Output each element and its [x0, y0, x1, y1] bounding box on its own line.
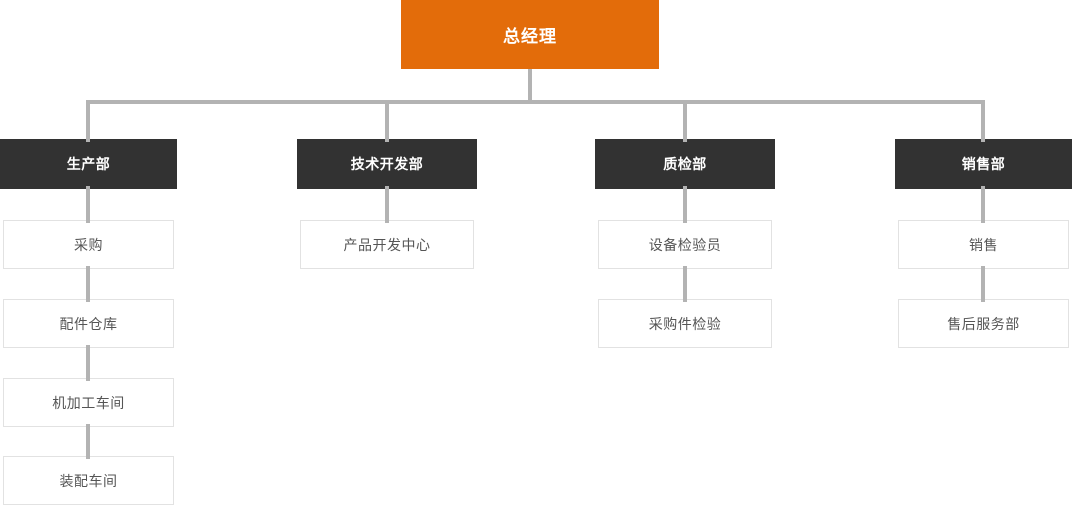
root-node-general-manager: 总经理: [401, 0, 659, 69]
dept-node-production: 生产部: [0, 139, 177, 189]
dept-node-tech-development: 技术开发部: [297, 139, 477, 189]
leaf-node-parts-warehouse: 配件仓库: [3, 299, 174, 348]
connector-root-stub: [528, 69, 532, 104]
connector-dept-stub: [981, 104, 985, 142]
connector-leaf-stub: [981, 186, 985, 223]
leaf-node-after-sales-service: 售后服务部: [898, 299, 1069, 348]
connector-leaf-stub: [385, 186, 389, 223]
leaf-node-machining-workshop: 机加工车间: [3, 378, 174, 427]
leaf-node-purchasing: 采购: [3, 220, 174, 269]
leaf-node-equipment-inspector: 设备检验员: [598, 220, 772, 269]
leaf-node-product-dev-center: 产品开发中心: [300, 220, 474, 269]
leaf-node-purchased-parts-inspection: 采购件检验: [598, 299, 772, 348]
connector-leaf-stub: [86, 424, 90, 459]
connector-leaf-stub: [683, 266, 687, 302]
connector-dept-stub: [385, 104, 389, 142]
dept-node-quality-inspection: 质检部: [595, 139, 775, 189]
connector-leaf-stub: [86, 345, 90, 381]
leaf-node-sales: 销售: [898, 220, 1069, 269]
dept-node-sales: 销售部: [895, 139, 1072, 189]
leaf-node-assembly-workshop: 装配车间: [3, 456, 174, 505]
connector-leaf-stub: [86, 266, 90, 302]
connector-horizontal-rail: [86, 100, 985, 104]
connector-leaf-stub: [981, 266, 985, 302]
connector-dept-stub: [86, 104, 90, 142]
connector-dept-stub: [683, 104, 687, 142]
connector-leaf-stub: [683, 186, 687, 223]
connector-leaf-stub: [86, 186, 90, 223]
